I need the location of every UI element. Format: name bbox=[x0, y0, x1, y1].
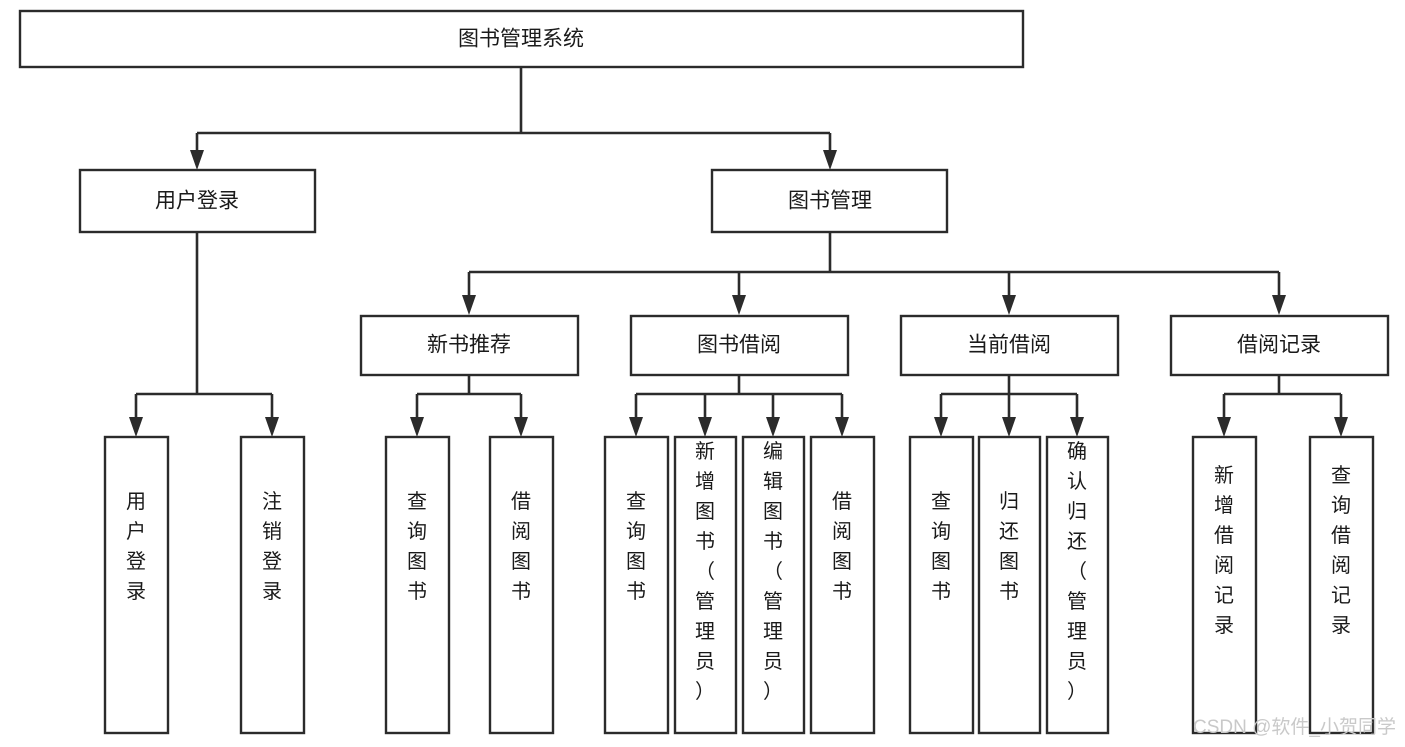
node-box-user-login[interactable] bbox=[78, 168, 317, 234]
arrow-head-book-borrow bbox=[732, 295, 746, 315]
leaf-node-bookborrow-borrow[interactable]: 借阅图书 bbox=[809, 435, 876, 735]
arrow-head-currentborrow-l1 bbox=[934, 417, 948, 437]
arrow-head-bookborrow-l1 bbox=[629, 417, 643, 437]
connector-group-current-borrow bbox=[934, 375, 1084, 437]
arrow-head-new-book bbox=[462, 295, 476, 315]
arrow-head-currentborrow-l3 bbox=[1070, 417, 1084, 437]
node-label-user-login: 用户登录 bbox=[155, 190, 239, 213]
leaf-node-currentborrow-query[interactable]: 查询图书 bbox=[908, 435, 975, 735]
leaf-box-bookborrow-borrow[interactable] bbox=[809, 435, 876, 735]
leaf-node-user-logout[interactable]: 注销登录 bbox=[239, 435, 306, 735]
node-current-borrow[interactable]: 当前借阅 bbox=[899, 314, 1120, 377]
node-label-current-borrow: 当前借阅 bbox=[967, 334, 1051, 357]
arrow-head-newbook-l2 bbox=[514, 417, 528, 437]
node-box-book-management[interactable] bbox=[710, 168, 949, 234]
leaf-box-newbook-borrow[interactable] bbox=[488, 435, 555, 735]
leaf-label-bookborrow-query: 查询图书 bbox=[626, 490, 646, 603]
leaf-box-bookborrow-edit[interactable] bbox=[741, 435, 806, 735]
node-box-new-book-recommend[interactable] bbox=[359, 314, 580, 377]
leaf-label-newbook-borrow: 借阅图书 bbox=[511, 490, 531, 603]
arrow-head-currentborrow-l2 bbox=[1002, 417, 1016, 437]
node-user-login[interactable]: 用户登录 bbox=[78, 168, 317, 234]
node-box-root[interactable] bbox=[18, 9, 1025, 69]
csdn-watermark: CSDN @软件_小贺同学 bbox=[1193, 716, 1396, 738]
leaf-box-bookborrow-add[interactable] bbox=[673, 435, 738, 735]
arrow-head-book-mgmt bbox=[823, 150, 837, 170]
node-borrow-record[interactable]: 借阅记录 bbox=[1169, 314, 1390, 377]
leaf-label-newbook-query: 查询图书 bbox=[407, 490, 427, 603]
leaf-box-bookborrow-query[interactable] bbox=[603, 435, 670, 735]
leaf-label-currentborrow-confirm: 确认归还（管理员） bbox=[1067, 440, 1087, 703]
arrow-head-bookborrow-l2 bbox=[698, 417, 712, 437]
leaf-box-newbook-query[interactable] bbox=[384, 435, 451, 735]
leaf-box-borrowrecord-add[interactable] bbox=[1191, 435, 1258, 735]
leaf-node-newbook-query[interactable]: 查询图书 bbox=[384, 435, 451, 735]
arrow-head-current-borrow bbox=[1002, 295, 1016, 315]
node-book-borrow[interactable]: 图书借阅 bbox=[629, 314, 850, 377]
leaf-box-currentborrow-return[interactable] bbox=[977, 435, 1042, 735]
leaf-node-currentborrow-return[interactable]: 归还图书 bbox=[977, 435, 1042, 735]
arrow-head-bookborrow-l3 bbox=[766, 417, 780, 437]
node-box-current-borrow[interactable] bbox=[899, 314, 1120, 377]
connector-group-new-book bbox=[410, 375, 528, 437]
node-label-new-book-recommend: 新书推荐 bbox=[427, 334, 511, 357]
leaf-node-currentborrow-confirm[interactable]: 确认归还（管理员） bbox=[1045, 435, 1110, 735]
leaf-label-bookborrow-borrow: 借阅图书 bbox=[832, 490, 852, 603]
leaf-label-bookborrow-add: 新增图书（管理员） bbox=[695, 440, 715, 703]
leaf-node-newbook-borrow[interactable]: 借阅图书 bbox=[488, 435, 555, 735]
leaf-box-borrowrecord-query[interactable] bbox=[1308, 435, 1375, 735]
leaf-box-currentborrow-query[interactable] bbox=[908, 435, 975, 735]
arrow-head-borrowrecord-l1 bbox=[1217, 417, 1231, 437]
connector-group-book-mgmt bbox=[462, 232, 1286, 315]
arrow-head-userlogin-l2 bbox=[265, 417, 279, 437]
arrow-head-userlogin-l1 bbox=[129, 417, 143, 437]
leaf-box-user-logout[interactable] bbox=[239, 435, 306, 735]
leaf-node-borrowrecord-query[interactable]: 查询借阅记录 bbox=[1308, 435, 1375, 735]
connector-group-borrow-record bbox=[1217, 375, 1348, 437]
arrow-head-user-login bbox=[190, 150, 204, 170]
node-label-book-management: 图书管理 bbox=[788, 190, 872, 213]
leaf-label-user-login-login: 用户登录 bbox=[126, 491, 146, 603]
arrow-head-bookborrow-l4 bbox=[835, 417, 849, 437]
leaf-label-borrowrecord-query: 查询借阅记录 bbox=[1331, 464, 1351, 637]
leaf-label-currentborrow-return: 归还图书 bbox=[999, 490, 1019, 603]
connector-group-book-borrow bbox=[629, 375, 849, 437]
node-new-book-recommend[interactable]: 新书推荐 bbox=[359, 314, 580, 377]
connector-group-user-login bbox=[129, 232, 279, 437]
leaf-label-borrowrecord-add: 新增借阅记录 bbox=[1214, 464, 1234, 637]
leaf-box-user-login-login[interactable] bbox=[103, 435, 170, 735]
node-root-system[interactable]: 图书管理系统 bbox=[18, 9, 1025, 69]
leaf-node-user-login-login[interactable]: 用户登录 bbox=[103, 435, 170, 735]
leaf-node-bookborrow-edit[interactable]: 编辑图书（管理员） bbox=[741, 435, 806, 735]
leaf-node-bookborrow-query[interactable]: 查询图书 bbox=[603, 435, 670, 735]
arrow-head-borrowrecord-l2 bbox=[1334, 417, 1348, 437]
leaf-node-bookborrow-add[interactable]: 新增图书（管理员） bbox=[673, 435, 738, 735]
arrow-head-newbook-l1 bbox=[410, 417, 424, 437]
node-box-book-borrow[interactable] bbox=[629, 314, 850, 377]
node-label-root: 图书管理系统 bbox=[458, 28, 584, 51]
leaf-node-borrowrecord-add[interactable]: 新增借阅记录 bbox=[1191, 435, 1258, 735]
node-label-book-borrow: 图书借阅 bbox=[697, 334, 781, 357]
arrow-head-borrow-record bbox=[1272, 295, 1286, 315]
leaf-box-currentborrow-confirm[interactable] bbox=[1045, 435, 1110, 735]
node-book-management[interactable]: 图书管理 bbox=[710, 168, 949, 234]
leaf-label-currentborrow-query: 查询图书 bbox=[931, 490, 951, 603]
node-box-borrow-record[interactable] bbox=[1169, 314, 1390, 377]
leaf-label-bookborrow-edit: 编辑图书（管理员） bbox=[763, 440, 783, 703]
leaf-label-user-logout: 注销登录 bbox=[262, 490, 282, 603]
connector-group-root bbox=[190, 67, 837, 170]
node-label-borrow-record: 借阅记录 bbox=[1237, 334, 1321, 357]
